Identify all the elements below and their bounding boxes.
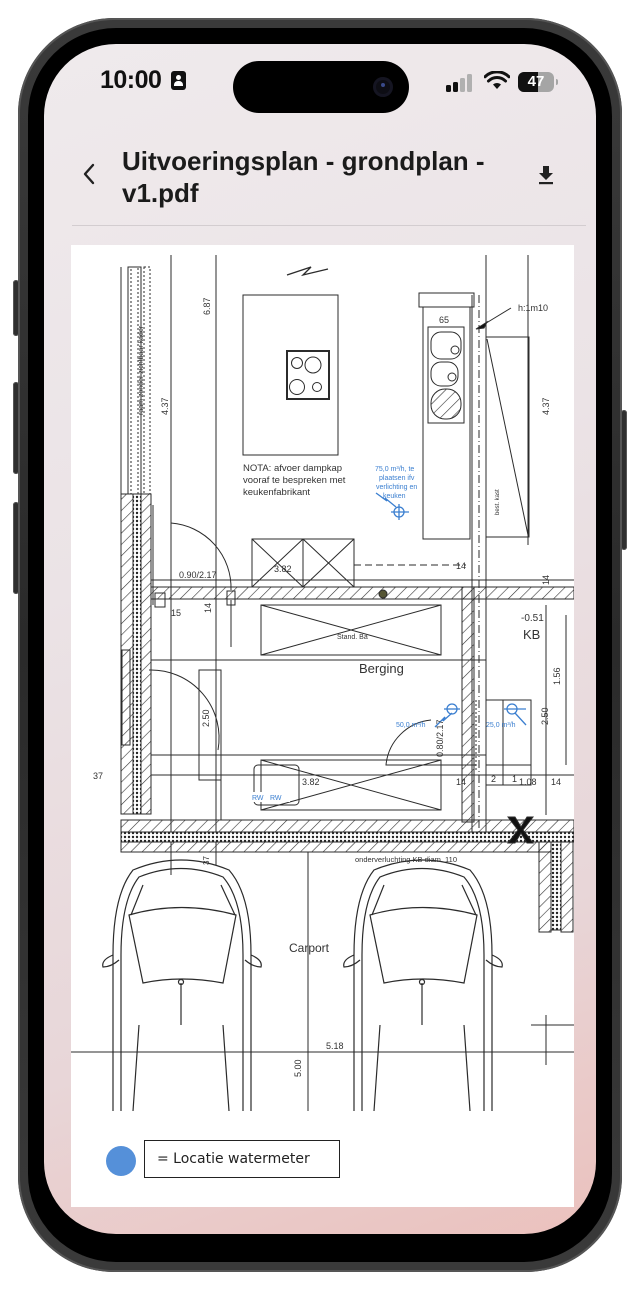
dim-15: 15 [171, 608, 181, 618]
power-button [621, 410, 627, 550]
car-left [102, 859, 262, 1111]
battery-percent: 47 [527, 73, 545, 90]
legend-label: = Locatie watermeter [157, 1151, 310, 1167]
vent-kitchen-line3: verlichting en [376, 484, 417, 491]
nota-line3: keukenfabrikant [243, 487, 310, 498]
dim-250-right: 2.50 [540, 707, 550, 725]
rw-1: RW [252, 795, 264, 802]
dim-090: 0.90/2.17 [179, 570, 217, 580]
header: Uitvoeringsplan - grondplan - v1.pdf [44, 139, 596, 225]
underfloor-vent-note: onderverluchting KB diam. 110 [355, 855, 457, 864]
chevron-left-icon [83, 163, 95, 185]
dim-156: 1.56 [552, 667, 562, 685]
vent-kitchen-line4: keuken [383, 493, 406, 500]
nota-line1: NOTA: afvoer dampkap [243, 463, 342, 474]
cooktop [286, 350, 330, 400]
dim-687: 6.87 [202, 297, 212, 315]
download-icon [539, 166, 553, 185]
document-title: Uitvoeringsplan - grondplan - v1.pdf [122, 146, 485, 208]
height-note: h:1m10 [518, 303, 548, 313]
dim-14-c: 14 [541, 575, 551, 585]
legend-label-box: = Locatie watermeter [144, 1140, 340, 1178]
dim-382-top: 3.82 [274, 564, 292, 574]
dim-14-e: 14 [551, 777, 561, 787]
dim-437-left: 4.37 [160, 397, 170, 415]
cabinet-label: best. kast [495, 489, 501, 515]
cellular-signal-icon [446, 74, 476, 92]
volume-down-button [13, 502, 19, 594]
volume-up-button [13, 382, 19, 474]
dim-37-a: 37 [93, 771, 103, 781]
dim-437-right: 4.37 [541, 397, 551, 415]
left-window-wall [120, 266, 154, 815]
header-divider [72, 225, 586, 226]
dim-080: 0.80/2.17 [435, 719, 445, 757]
screen: 10:00 47 Uitvoeringsplan - grondplan - v… [44, 44, 596, 1234]
vent-kitchen-line1: 75,0 m³/h, te [375, 466, 414, 473]
kb-level: -0.51 [521, 613, 544, 624]
room-carport: Carport [289, 941, 330, 955]
cabinet [485, 336, 530, 538]
kitchen-island [242, 294, 339, 456]
sink [427, 326, 465, 424]
dim-500: 5.00 [293, 1059, 303, 1077]
battery-tip [556, 79, 558, 85]
room-berging: Berging [359, 661, 404, 676]
dim-518: 5.18 [326, 1041, 344, 1051]
dim-65: 65 [439, 315, 449, 325]
dim-108: 1.08 [519, 777, 537, 787]
pdf-page[interactable]: raam zonder zichtbaar kader 6.87 4.37 4.… [71, 245, 574, 1207]
rw-2: RW [270, 795, 282, 802]
back-button[interactable] [74, 159, 104, 189]
vent-kb: 25,0 m³/h [486, 722, 516, 729]
nota-line2: vooraf te bespreken met [243, 475, 346, 486]
kb-label: KB [523, 627, 540, 642]
wifi-icon [484, 71, 510, 89]
vent-kitchen-line2: plaatsen ifv [379, 475, 415, 482]
num-2: 2 [491, 774, 496, 784]
vent-berging: 50,0 m³/h [396, 722, 426, 729]
legend: = Locatie watermeter [71, 1130, 574, 1190]
watermeter-marker-icon [106, 1146, 136, 1176]
dim-14-d: 14 [456, 777, 466, 787]
dim-14-a: 14 [456, 561, 466, 571]
camera-icon [373, 77, 393, 97]
car-right [343, 859, 503, 1111]
dim-37-b: 37 [202, 856, 211, 865]
status-time: 10:00 [100, 66, 162, 94]
dynamic-island [233, 61, 409, 113]
action-button [13, 280, 19, 336]
dim-382-bottom: 3.82 [302, 777, 320, 787]
dim-14-b: 14 [203, 603, 213, 613]
floorplan-drawing[interactable]: raam zonder zichtbaar kader 6.87 4.37 4.… [71, 255, 574, 1111]
num-1: 1 [512, 774, 517, 784]
dim-250-left: 2.50 [201, 709, 211, 727]
stand-label: Stand. Ba [337, 634, 368, 641]
battery-icon: 47 [518, 72, 554, 92]
contact-card-icon [171, 71, 186, 90]
window-note: raam zonder zichtbaar kader [138, 325, 145, 415]
download-button[interactable] [532, 161, 560, 189]
